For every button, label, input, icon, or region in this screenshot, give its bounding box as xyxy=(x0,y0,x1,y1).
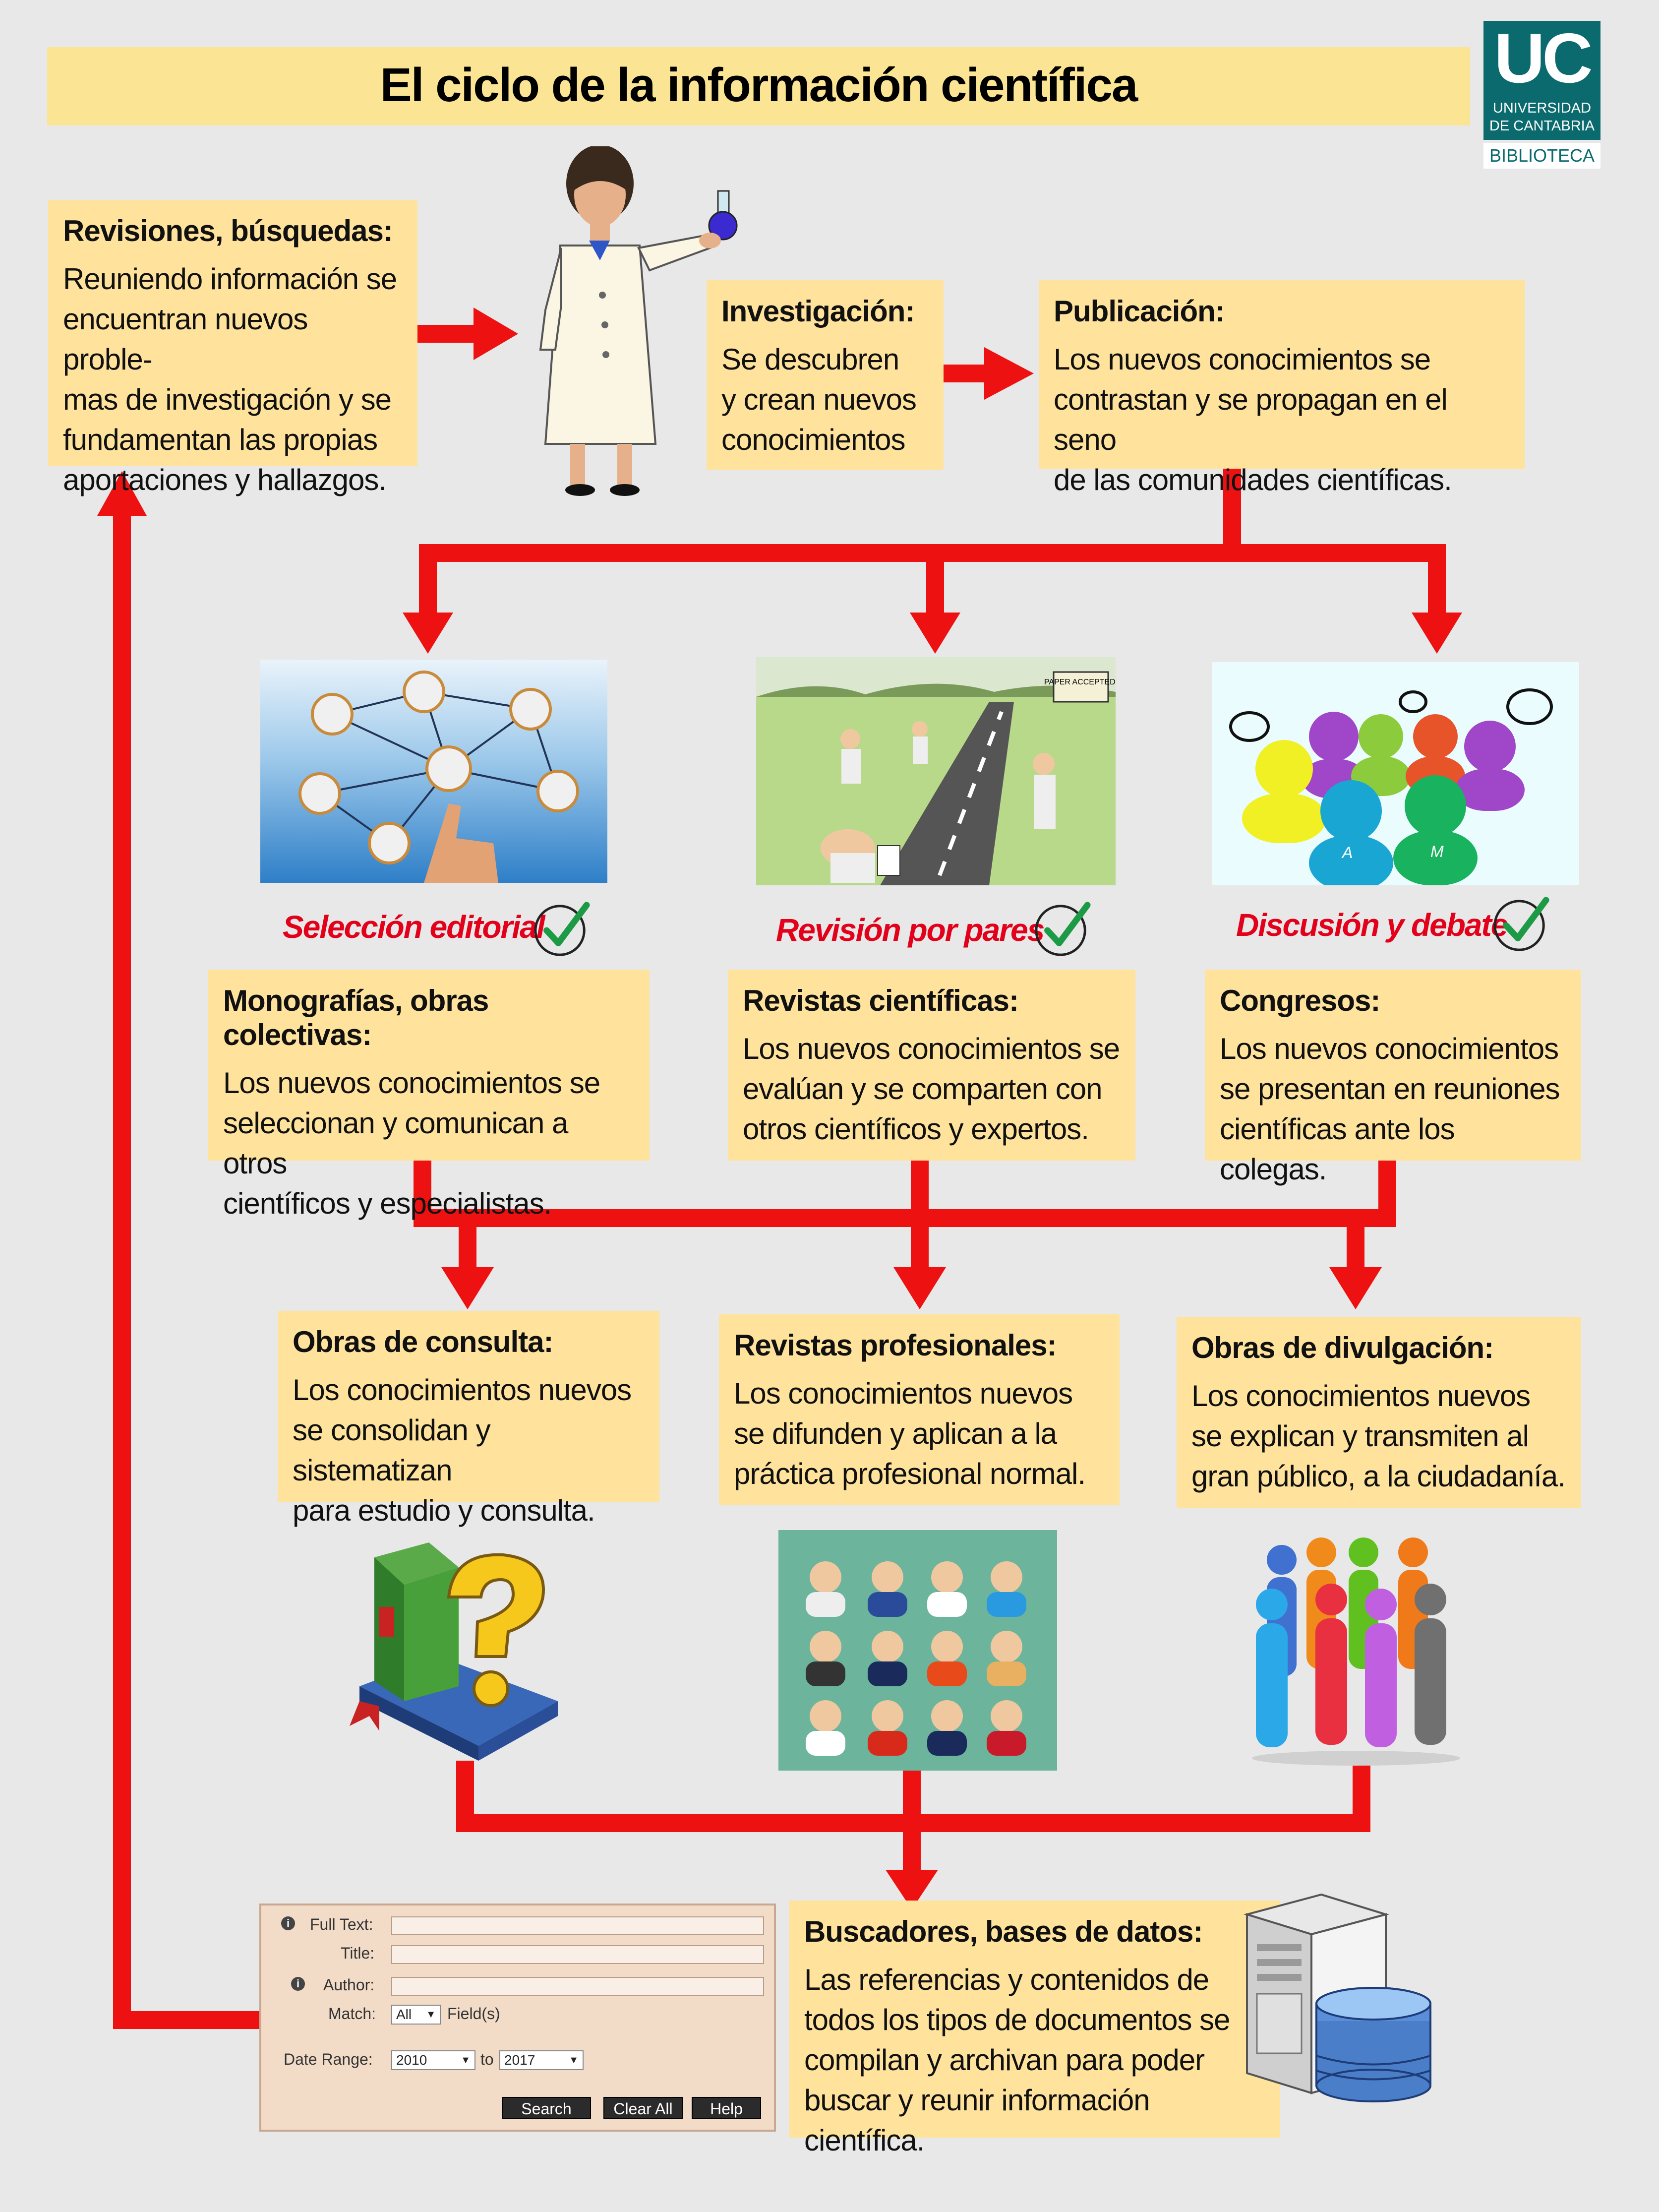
author-label: Author: xyxy=(323,1976,375,1994)
logo-badge: BIBLIOTECA xyxy=(1483,143,1600,169)
box-buscadores: Buscadores, bases de datos: Las referenc… xyxy=(789,1901,1280,2157)
checkmark-icon xyxy=(1493,897,1549,951)
box-revisiones: Revisiones, búsquedas: Reuniendo informa… xyxy=(48,200,417,496)
box-revistas-profesionales: Revistas profesionales: Los conocimiento… xyxy=(719,1314,1120,1505)
box-revistas-cientificas: Revistas científicas: Los nuevos conocim… xyxy=(728,970,1135,1161)
box-heading: Revistas profesionales xyxy=(734,1329,1048,1362)
box-heading: Obras de consulta xyxy=(293,1325,544,1358)
box-heading: Publicación xyxy=(1054,295,1216,328)
fields-label: Field(s) xyxy=(447,2005,500,2023)
search-form-panel: i Full Text: Title: i Author: Match: All… xyxy=(259,1904,776,2132)
book-question-icon xyxy=(350,1542,558,1761)
title-label: Title: xyxy=(341,1944,375,1962)
uc-logo: UC UNIVERSIDAD DE CANTABRIA BIBLIOTECA xyxy=(1483,19,1600,170)
page-title: El ciclo de la información científica xyxy=(380,59,1138,112)
box-heading: Buscadores, bases de datos xyxy=(804,1915,1193,1948)
author-input[interactable] xyxy=(391,1977,764,1996)
checkmark-icon xyxy=(534,902,590,956)
to-label: to xyxy=(480,2050,494,2068)
label-revision-por-pares: Revisión por pares xyxy=(776,912,1045,948)
label-seleccion-editorial: Selección editorial xyxy=(283,909,545,945)
logo-line2: DE CANTABRIA xyxy=(1489,118,1595,134)
full-text-input[interactable] xyxy=(391,1916,764,1935)
label-discusion-y-debate: Discusión y debate xyxy=(1236,907,1508,943)
peer-review-cartoon: PAPER ACCEPTED! xyxy=(756,657,1116,885)
sign-text: PAPER ACCEPTED! xyxy=(1044,678,1116,686)
match-label: Match: xyxy=(328,2005,376,2023)
box-heading: Obras de divulgación xyxy=(1191,1331,1484,1364)
discussion-illustration: A M xyxy=(1212,662,1579,885)
box-heading: Monografías, obras colectivas xyxy=(223,984,489,1051)
match-select[interactable]: All▼ xyxy=(391,2005,441,2025)
box-heading: Revisiones, búsquedas xyxy=(63,214,384,247)
date-to-select[interactable]: 2017▼ xyxy=(499,2050,584,2070)
checkmark-icon xyxy=(1035,902,1091,956)
box-obras-de-divulgacion: Obras de divulgación: Los conocimientos … xyxy=(1177,1317,1581,1508)
search-button[interactable]: Search xyxy=(502,2097,591,2119)
crowd-illustration xyxy=(1252,1537,1460,1766)
box-publicacion: Publicación: Los nuevos conocimientos se… xyxy=(1039,280,1525,496)
professionals-grid-illustration xyxy=(778,1530,1057,1771)
info-icon: i xyxy=(281,1916,295,1930)
title-banner: El ciclo de la información científica xyxy=(47,47,1470,125)
box-obras-de-consulta: Obras de consulta: Los conocimientos nue… xyxy=(278,1311,659,1527)
scientist-illustration xyxy=(539,146,738,496)
box-heading: Revistas científicas xyxy=(743,984,1009,1017)
box-heading: Investigación xyxy=(721,295,905,328)
help-button[interactable]: Help xyxy=(692,2097,761,2119)
logo-line1: UNIVERSIDAD xyxy=(1492,100,1592,116)
letter-m: M xyxy=(1430,843,1444,860)
title-input[interactable] xyxy=(391,1945,764,1964)
info-icon: i xyxy=(291,1977,305,1991)
full-text-label: Full Text: xyxy=(310,1915,373,1933)
logo-mark: UC xyxy=(1494,19,1593,98)
date-from-select[interactable]: 2010▼ xyxy=(391,2050,475,2070)
box-heading: Congresos xyxy=(1220,984,1371,1017)
date-range-label: Date Range: xyxy=(284,2050,373,2068)
database-server-icon xyxy=(1243,1893,1431,2102)
letter-a: A xyxy=(1341,844,1353,861)
network-illustration xyxy=(260,660,607,883)
box-monografias: Monografías, obras colectivas: Los nuevo… xyxy=(208,970,650,1220)
clear-all-button[interactable]: Clear All xyxy=(603,2097,683,2119)
